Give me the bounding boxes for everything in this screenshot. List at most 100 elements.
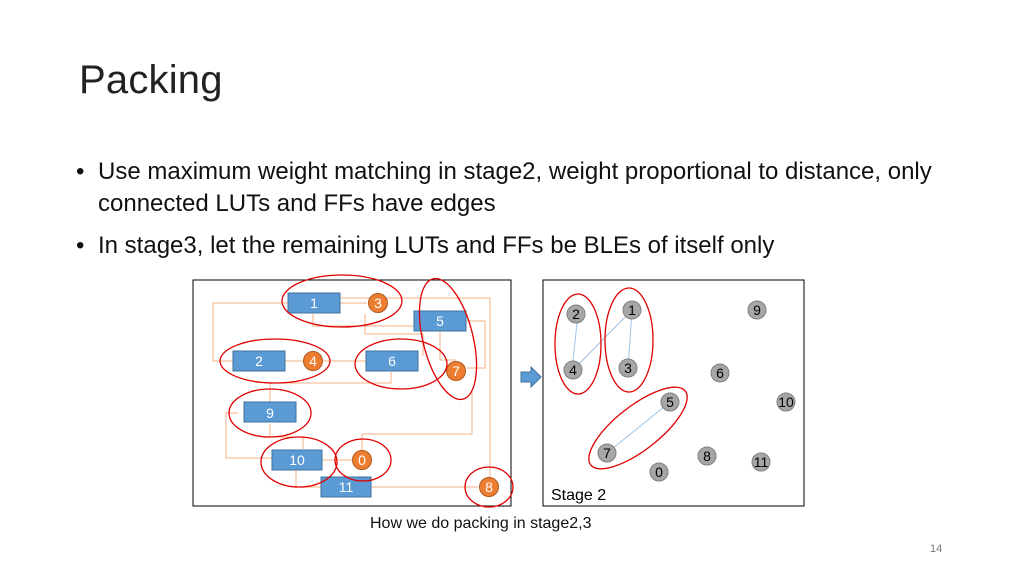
- node-circle: [710, 363, 730, 383]
- node-3: 3: [618, 358, 638, 378]
- lut-box: [232, 350, 286, 372]
- ff-7: 7: [446, 361, 466, 381]
- lut-box: [413, 310, 467, 332]
- ff-circle: [479, 477, 499, 497]
- group-ellipse: [228, 388, 312, 438]
- group-ellipse: [260, 436, 338, 488]
- ff-circle: [352, 450, 372, 470]
- lut-2: 2: [232, 350, 286, 372]
- wire: [269, 424, 304, 449]
- lut-label: 11: [339, 479, 354, 495]
- lut-label: 5: [436, 313, 444, 329]
- lut-5: 5: [413, 310, 467, 332]
- ff-4: 4: [303, 351, 323, 371]
- node-label: 9: [753, 302, 761, 318]
- lut-box: [243, 401, 297, 423]
- node-circle: [747, 300, 767, 320]
- node-label: 3: [624, 360, 632, 376]
- ff-label: 3: [374, 295, 382, 311]
- wire: [225, 412, 272, 459]
- lut-1: 1: [287, 292, 341, 314]
- ff-label: 4: [309, 353, 317, 369]
- right-groups: [554, 287, 688, 470]
- wire: [439, 332, 456, 361]
- wire: [312, 314, 418, 327]
- group-ellipse: [588, 386, 688, 470]
- node-1: 1: [622, 300, 642, 320]
- node-2: 2: [566, 304, 586, 324]
- node-circle: [566, 304, 586, 324]
- node-circle: [660, 392, 680, 412]
- wire: [269, 372, 392, 403]
- slide-title: Packing: [79, 58, 223, 102]
- edge: [572, 322, 578, 362]
- node-7: 7: [597, 443, 617, 463]
- ff-label: 0: [358, 452, 366, 468]
- wire: [361, 392, 473, 450]
- group-ellipse: [354, 338, 448, 390]
- node-5: 5: [660, 392, 680, 412]
- lut-11: 11: [320, 476, 372, 498]
- bullet-item: In stage3, let the remaining LUTs and FF…: [74, 230, 954, 262]
- ff-label: 7: [452, 363, 460, 379]
- wire: [364, 314, 424, 356]
- bullet-list: Use maximum weight matching in stage2, w…: [74, 156, 954, 272]
- left-groups: [219, 274, 514, 508]
- node-0: 0: [649, 462, 669, 482]
- arrow-right-icon: [520, 365, 542, 389]
- edge: [572, 309, 633, 371]
- node-circle: [563, 360, 583, 380]
- page-number: 14: [930, 543, 943, 555]
- group-ellipse: [334, 438, 392, 482]
- node-label: 10: [778, 394, 794, 410]
- lut-9: 9: [243, 401, 297, 423]
- node-circle: [697, 446, 717, 466]
- lut-box: [287, 292, 341, 314]
- lut-label: 9: [266, 405, 274, 421]
- node-10: 10: [776, 392, 796, 412]
- node-label: 8: [703, 448, 711, 464]
- lut-6: 6: [365, 350, 419, 372]
- node-9: 9: [747, 300, 767, 320]
- group-ellipse: [219, 338, 331, 384]
- node-label: 2: [572, 306, 580, 322]
- lut-label: 2: [255, 353, 263, 369]
- group-ellipse: [554, 293, 602, 395]
- lut-box: [271, 449, 323, 471]
- wire: [212, 302, 288, 362]
- edge: [606, 401, 671, 454]
- node-circle: [622, 300, 642, 320]
- wire: [340, 297, 491, 478]
- node-label: 11: [754, 454, 769, 470]
- node-circle: [597, 443, 617, 463]
- group-ellipse: [604, 287, 654, 393]
- node-11: 11: [751, 452, 771, 472]
- group-ellipse: [281, 274, 403, 328]
- node-circle: [751, 452, 771, 472]
- node-circle: [618, 358, 638, 378]
- figure-caption: How we do packing in stage2,3: [370, 515, 592, 532]
- node-6: 6: [710, 363, 730, 383]
- edge: [627, 309, 633, 369]
- ff-circle: [303, 351, 323, 371]
- ff-0: 0: [352, 450, 372, 470]
- node-label: 6: [716, 365, 724, 381]
- lut-label: 6: [388, 353, 396, 369]
- node-circle: [649, 462, 669, 482]
- lut-box: [365, 350, 419, 372]
- ff-8: 8: [479, 477, 499, 497]
- lut-label: 1: [310, 295, 318, 311]
- node-label: 7: [603, 445, 611, 461]
- bullet-item: Use maximum weight matching in stage2, w…: [74, 156, 954, 220]
- node-4: 4: [563, 360, 583, 380]
- node-8: 8: [697, 446, 717, 466]
- matching-edges: [572, 309, 671, 454]
- ff-label: 8: [485, 479, 493, 495]
- node-label: 1: [628, 302, 636, 318]
- node-label: 4: [569, 362, 577, 378]
- ff-circle: [446, 361, 466, 381]
- lut-10: 10: [271, 449, 323, 471]
- ff-circle: [368, 293, 388, 313]
- lut-label: 10: [289, 452, 305, 468]
